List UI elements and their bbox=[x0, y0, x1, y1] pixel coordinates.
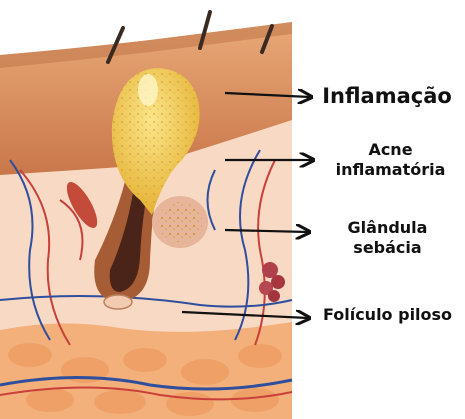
label-inflamacao-text: Inflamação bbox=[312, 83, 462, 109]
label-glandula-sebacia: Glândula sebácia bbox=[320, 218, 455, 258]
label-inflamacao: Inflamação bbox=[312, 83, 462, 109]
label-foliculo-text: Folículo piloso bbox=[310, 305, 465, 325]
label-acne-line1: Acne bbox=[318, 140, 463, 160]
label-glandula-line2: sebácia bbox=[320, 238, 455, 258]
label-foliculo-piloso: Folículo piloso bbox=[310, 305, 465, 325]
label-acne-line2: inflamatória bbox=[318, 160, 463, 180]
label-acne-inflamatoria: Acne inflamatória bbox=[318, 140, 463, 180]
label-glandula-line1: Glândula bbox=[320, 218, 455, 238]
